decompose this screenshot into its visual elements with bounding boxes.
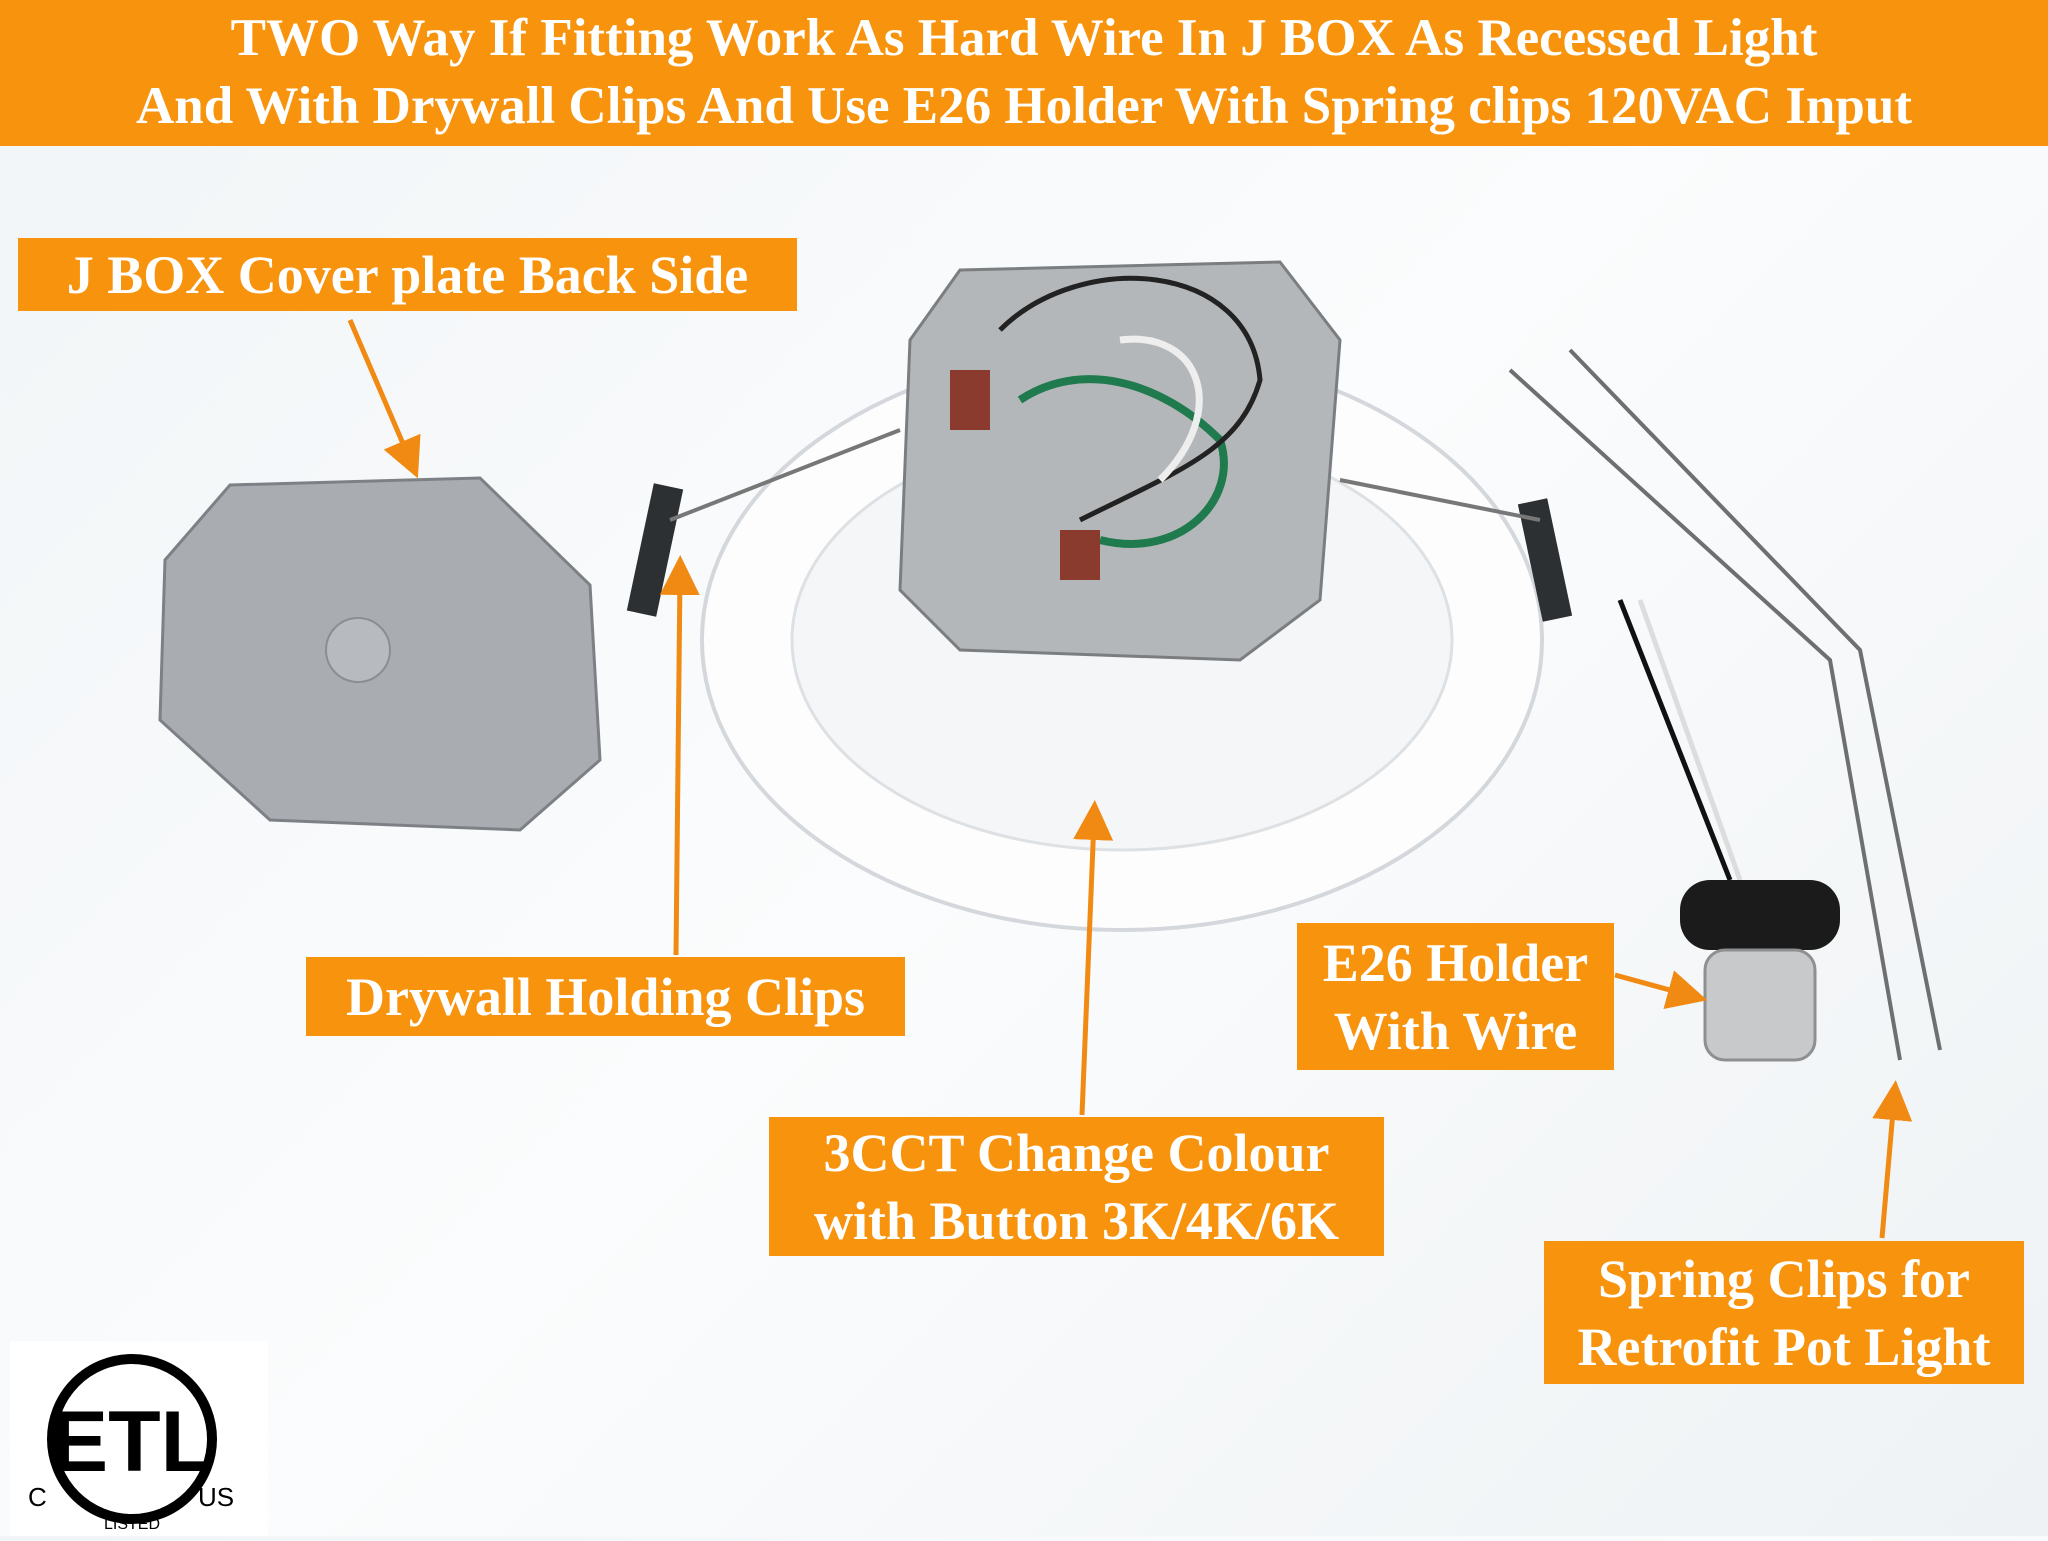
label-text: Drywall Holding Clips xyxy=(345,966,866,1027)
drywall-clip-right xyxy=(1517,498,1573,622)
etl-listed-logo: ETL C US LISTED xyxy=(10,1341,268,1536)
svg-text:LISTED: LISTED xyxy=(104,1516,160,1533)
arrow xyxy=(659,555,700,956)
label-3cct: 3CCT Change Colour with Button 3K/4K/6K xyxy=(769,1117,1384,1256)
arrow xyxy=(1614,970,1708,1010)
e26-holder xyxy=(1680,880,1840,950)
arrow xyxy=(1073,800,1114,1116)
label-jbox-cover: J BOX Cover plate Back Side xyxy=(18,238,797,311)
arrow xyxy=(1872,1080,1913,1239)
svg-text:ETL: ETL xyxy=(51,1394,213,1490)
label-text: J BOX Cover plate Back Side xyxy=(66,244,749,305)
drywall-clip-left xyxy=(626,483,684,617)
svg-text:US: US xyxy=(198,1482,234,1512)
label-text: Retrofit Pot Light xyxy=(1577,1316,1991,1377)
label-text: E26 Holder xyxy=(1322,932,1589,993)
arrow xyxy=(347,319,421,479)
banner-line-1: TWO Way If Fitting Work As Hard Wire In … xyxy=(230,9,1818,67)
title-banner: TWO Way If Fitting Work As Hard Wire In … xyxy=(0,0,2048,146)
svg-text:C: C xyxy=(28,1482,47,1512)
label-drywall-clips: Drywall Holding Clips xyxy=(306,957,905,1036)
spring-clips xyxy=(1508,348,1942,1061)
label-text: Spring Clips for xyxy=(1597,1248,1971,1309)
label-text: with Button 3K/4K/6K xyxy=(813,1190,1340,1251)
banner-line-2: And With Drywall Clips And Use E26 Holde… xyxy=(136,77,1912,135)
label-text: With Wire xyxy=(1333,1000,1578,1061)
label-text: 3CCT Change Colour xyxy=(823,1122,1330,1183)
junction-box xyxy=(898,260,1342,662)
